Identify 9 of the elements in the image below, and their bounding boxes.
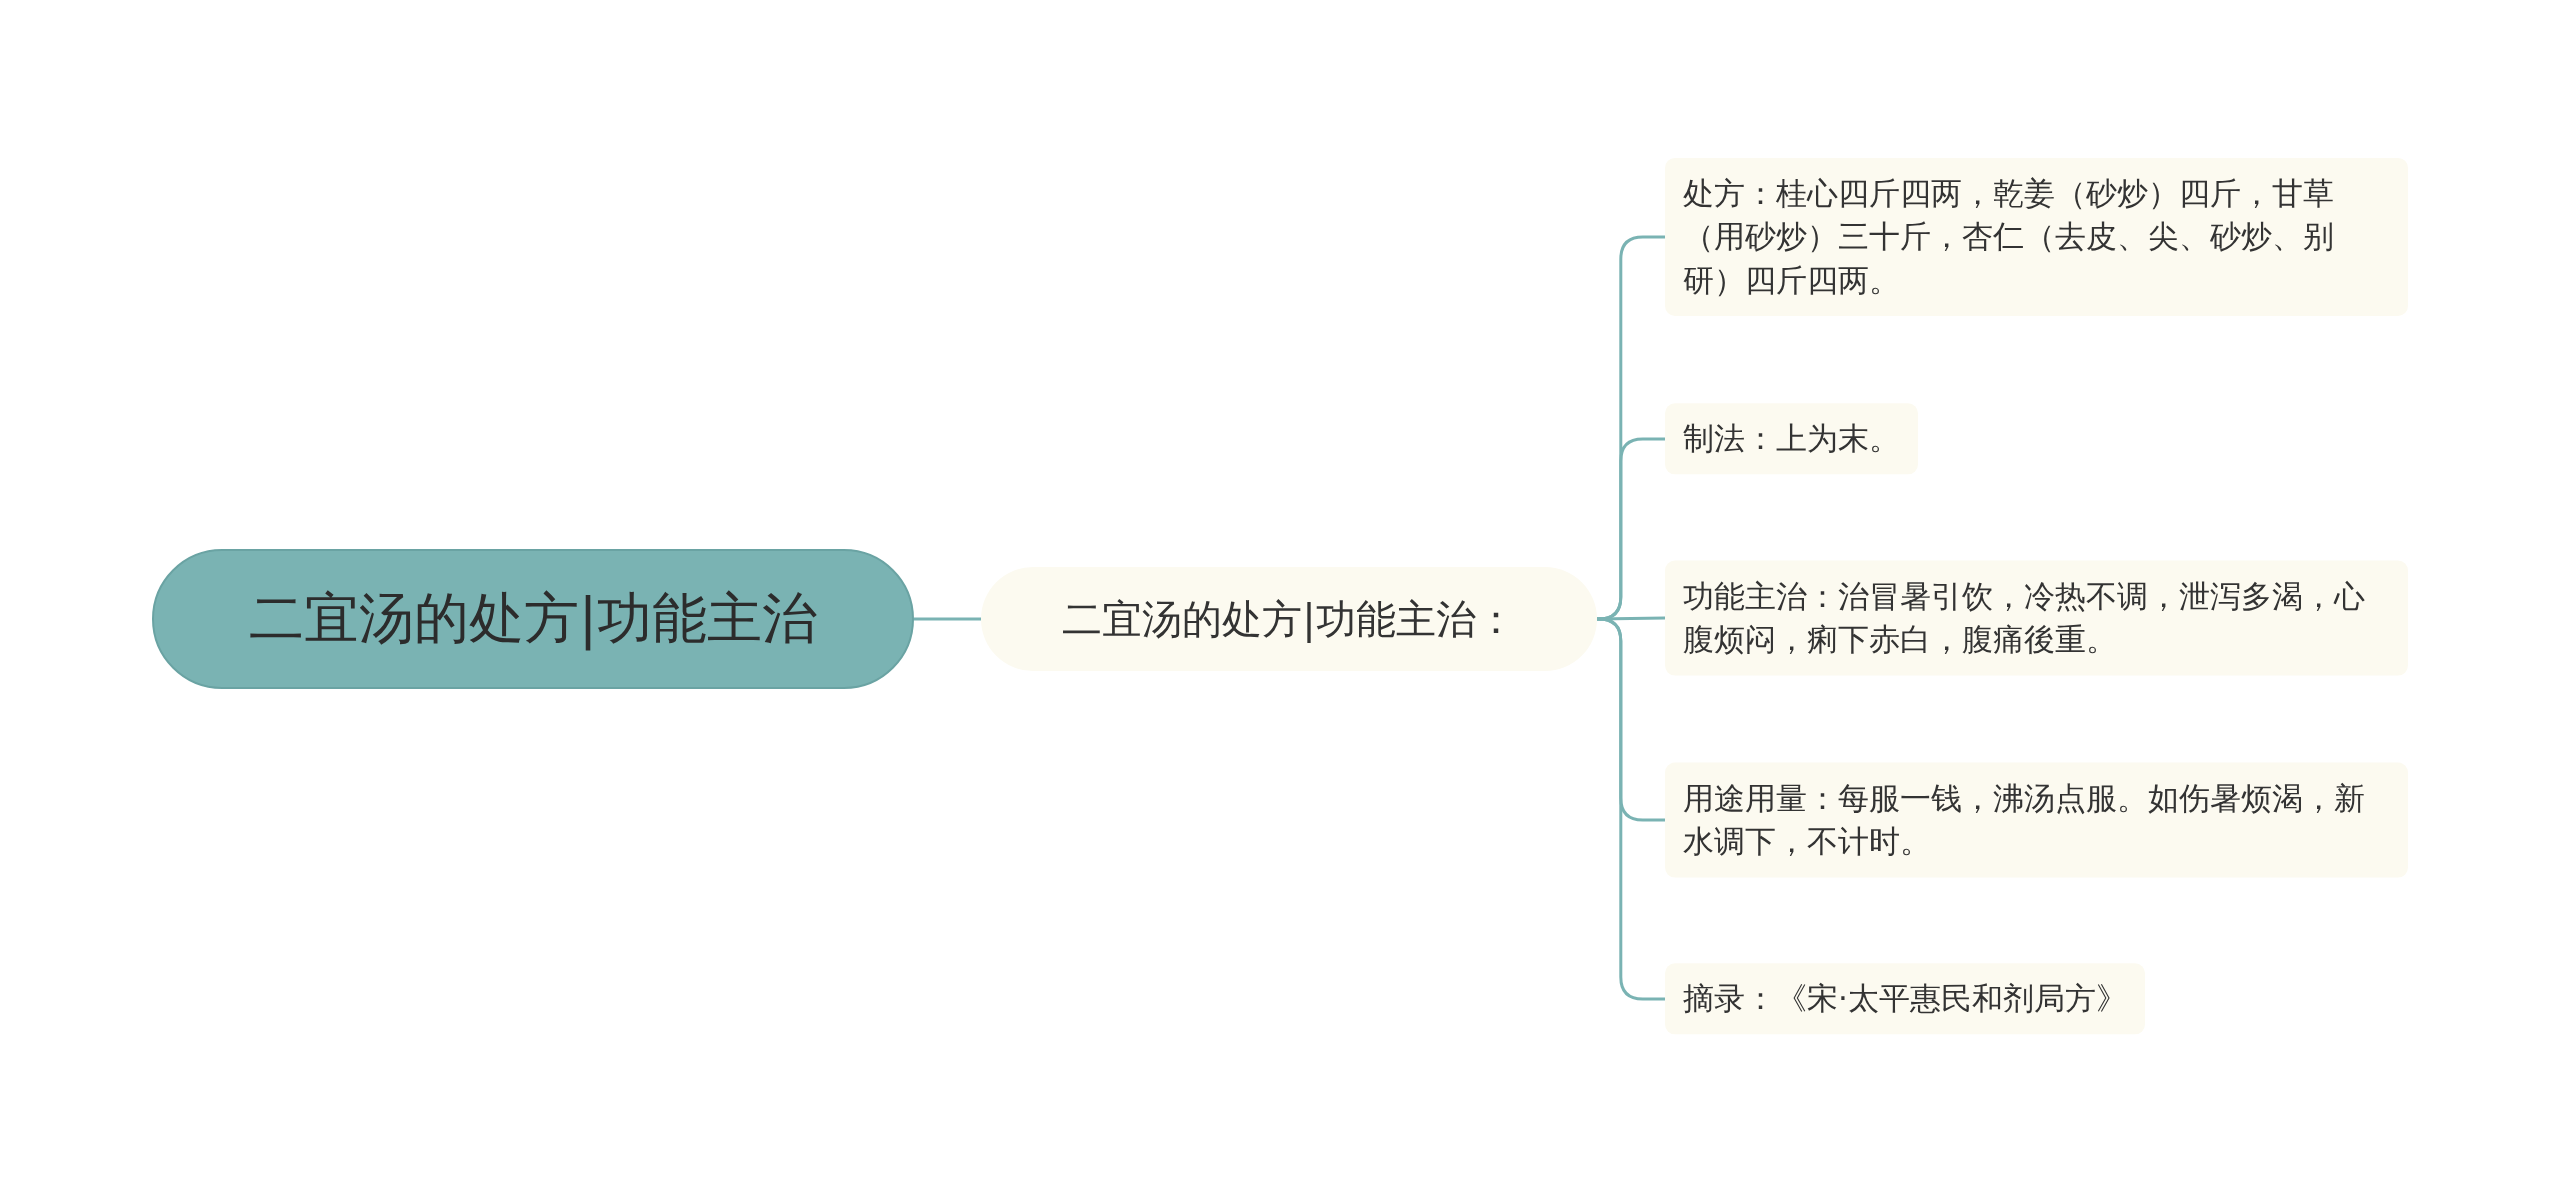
main-topic: 二宜汤的处方|功能主治： [981, 567, 1597, 671]
subtopic-box: 处方：桂心四斤四两，乾姜（砂炒）四斤，甘草（用砂炒）三十斤，杏仁（去皮、尖、砂炒、别研）四斤四两。 [1665, 157, 2408, 317]
subtopic-box: 功能主治：治冒暑引饮，冷热不调，泄泻多渴，心腹烦闷，痢下赤白，腹痛後重。 [1665, 560, 2408, 676]
connector-line [914, 617, 981, 621]
subtopic-box: 用途用量：每服一钱，沸汤点服。如伤暑烦渴，新水调下，不计时。 [1665, 762, 2408, 878]
subtopic-box: 摘录：《宋·太平惠民和剂局方》 [1665, 963, 2145, 1035]
central-topic: 二宜汤的处方|功能主治 [152, 549, 914, 689]
connector-line [1596, 616, 1666, 621]
subtopic-box: 制法：上为末。 [1665, 403, 1918, 475]
